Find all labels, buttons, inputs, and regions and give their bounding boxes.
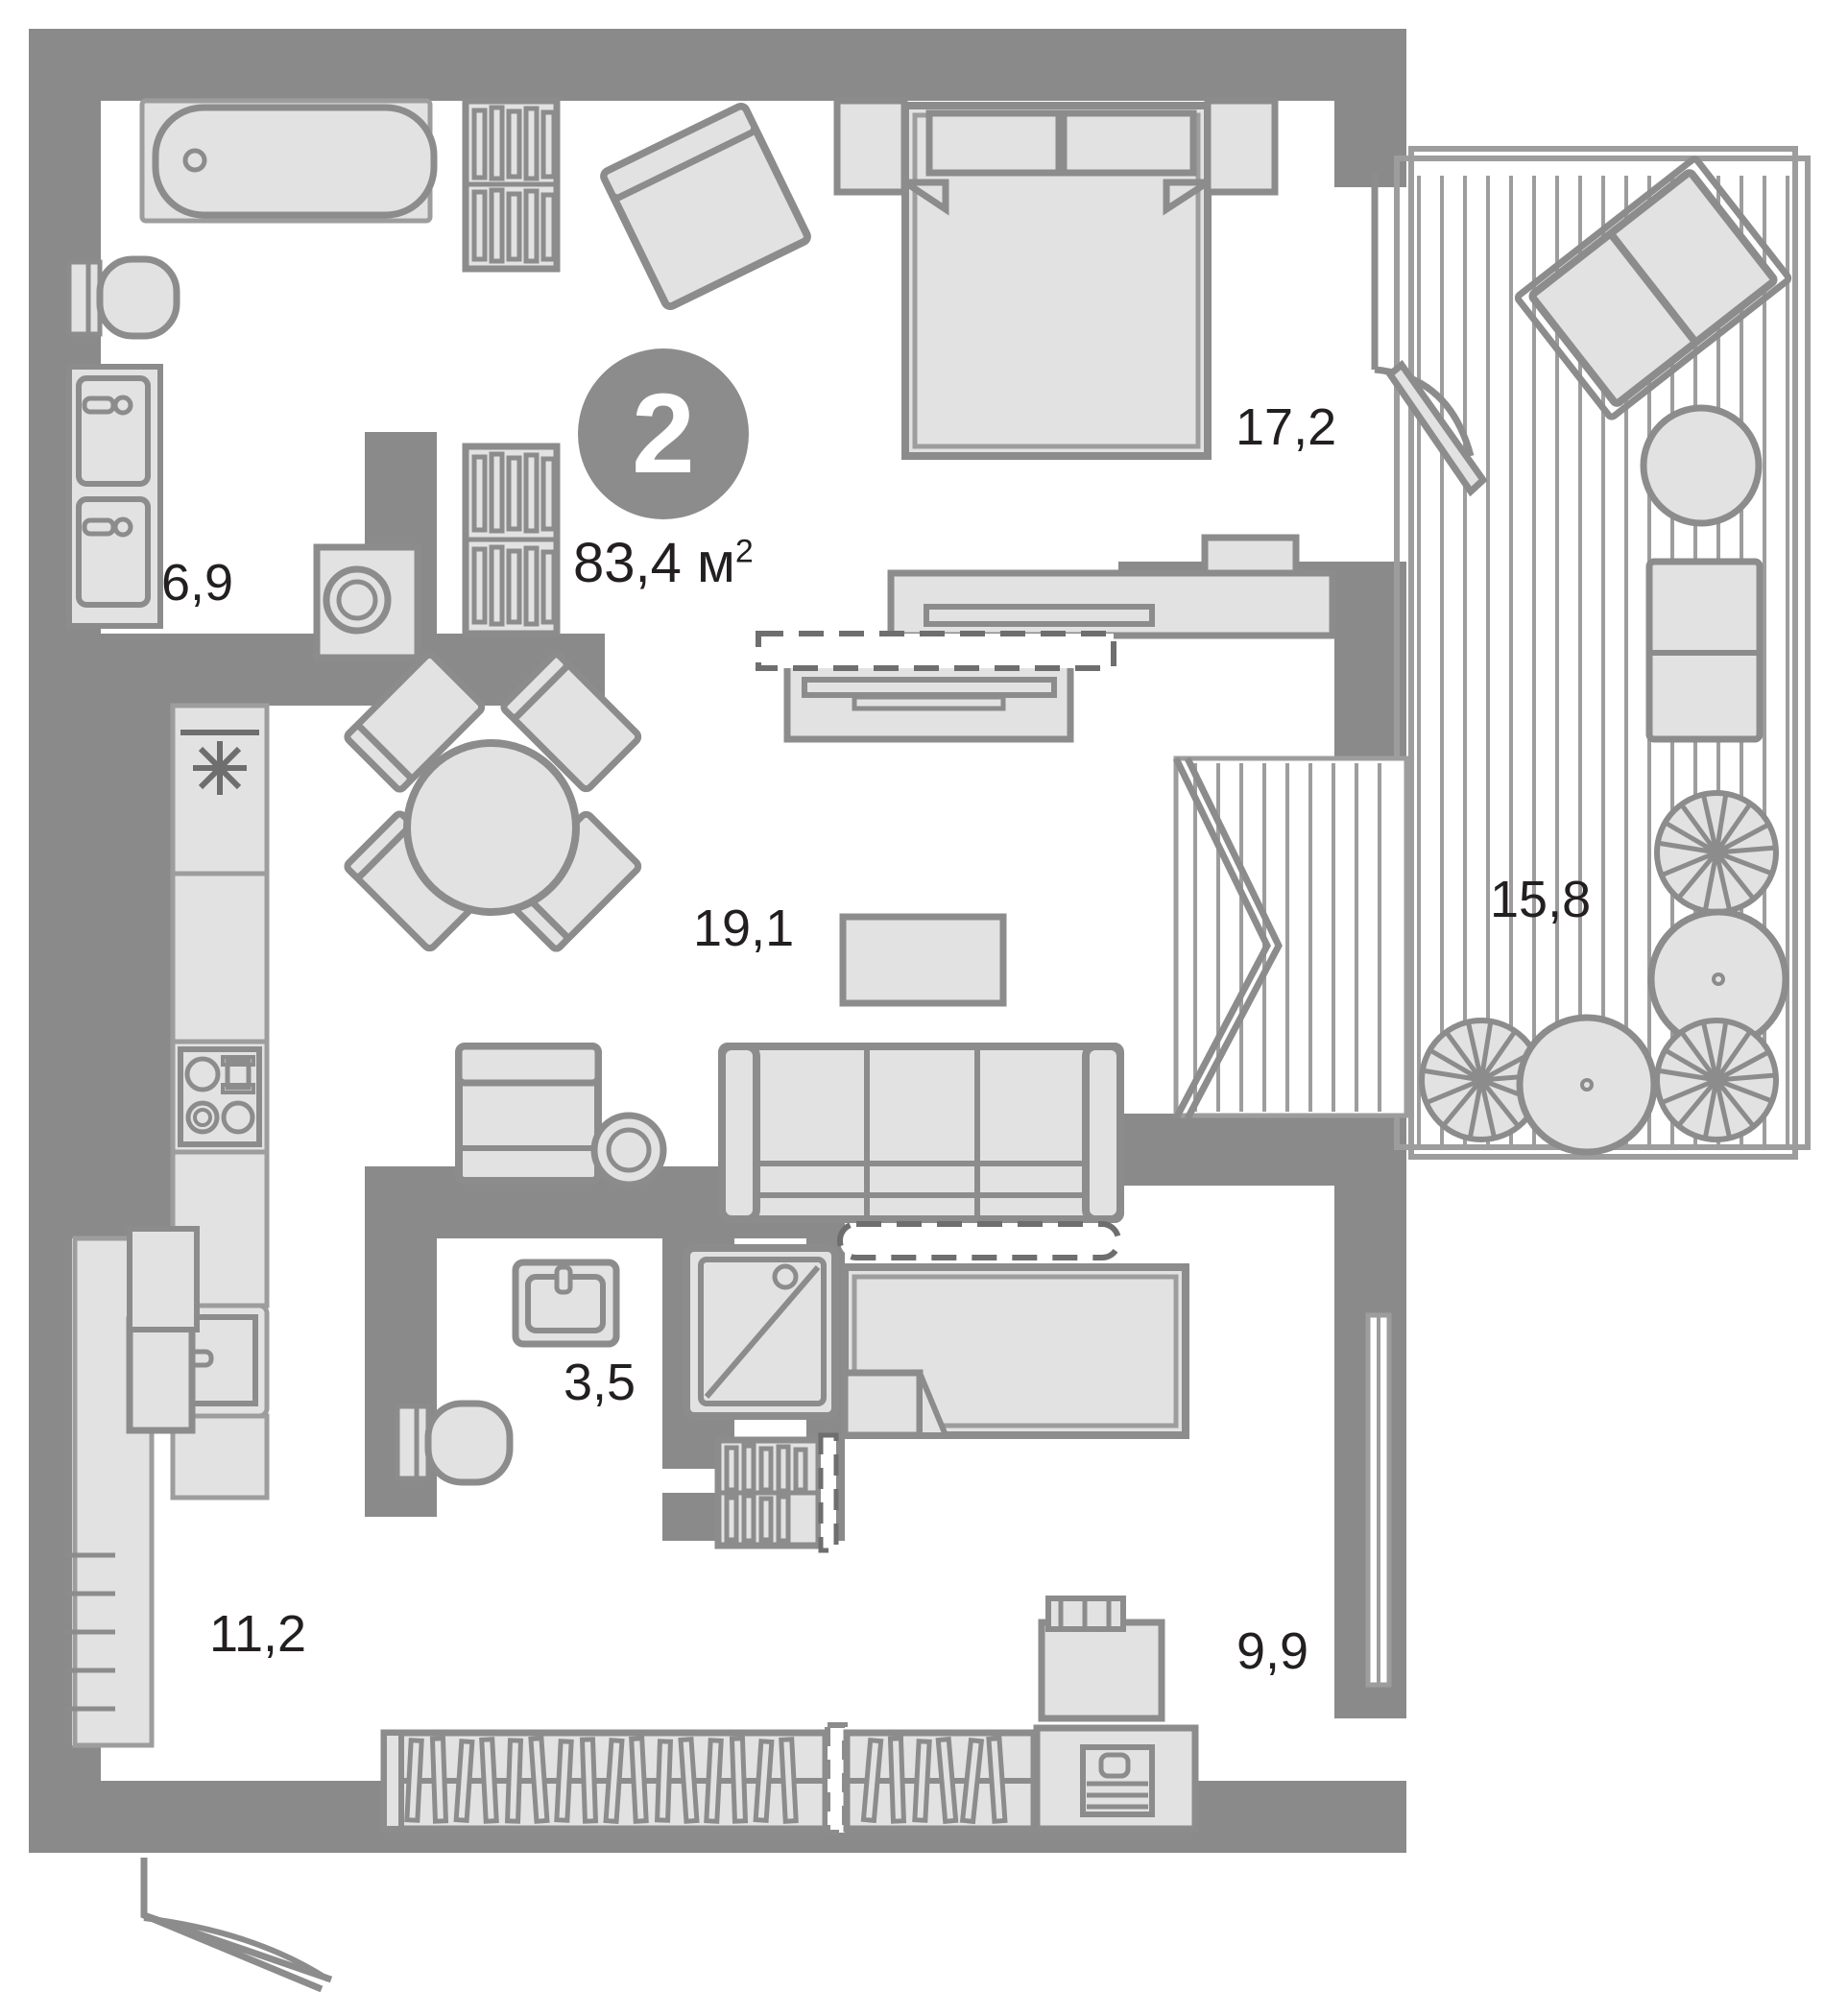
armchair-living <box>455 1043 602 1185</box>
dashed-partition-bottom <box>837 1221 1121 1260</box>
dresser <box>1033 1724 1199 1833</box>
wardrobe-hall <box>462 443 561 637</box>
terrace <box>1394 146 1811 1160</box>
label-living-area: 19,1 <box>693 900 795 957</box>
washing-machine <box>313 543 421 661</box>
kitchen-furniture <box>170 703 270 1500</box>
nightstand-right <box>1204 97 1279 196</box>
toilet-bathroom <box>66 255 180 340</box>
label-bedroom-area: 17,2 <box>1236 398 1337 456</box>
hall-shoe-cabinet <box>127 1226 200 1332</box>
nightstand-left <box>833 97 908 196</box>
kitchen-cooktop <box>170 1039 270 1155</box>
sofa-terrace <box>1645 558 1764 743</box>
hall-cabinet <box>72 1236 155 1748</box>
snowflake-icon <box>193 741 247 795</box>
label-bathroom-area: 6,9 <box>161 554 234 612</box>
label-terrace-area: 15,8 <box>1490 871 1592 928</box>
window-right <box>1365 1312 1392 1688</box>
wardrobe-wc <box>714 1436 823 1549</box>
plant-bush <box>1520 1018 1654 1152</box>
dining-table-round <box>403 739 580 916</box>
total-area-value: 83,4 м <box>573 532 735 594</box>
label-wc-area: 3,5 <box>564 1354 636 1411</box>
kitchen-counter <box>170 871 270 1044</box>
single-bed <box>841 1263 1189 1439</box>
tv-console <box>887 534 1336 639</box>
hall-furniture <box>65 1236 333 1993</box>
wardrobe-bathroom-top <box>462 97 561 273</box>
dashed-door-wc <box>818 1432 839 1553</box>
wc-furniture <box>395 1244 839 1553</box>
dashed-partition-top <box>756 631 1116 671</box>
kitchen-sink <box>170 1303 270 1419</box>
area-superscript: 2 <box>734 533 754 570</box>
bathroom-furniture <box>66 97 561 661</box>
plant-palm <box>1657 793 1776 912</box>
double-sink <box>66 364 163 629</box>
lounger-terrace <box>1514 156 1792 420</box>
toilet-wc <box>395 1400 514 1486</box>
sofa-three-seat <box>718 1043 1124 1223</box>
label-bedroom2-area: 9,9 <box>1236 1622 1309 1680</box>
rooms-badge-circle: 2 <box>577 348 749 519</box>
bedroom-furniture <box>600 97 1336 743</box>
side-table-round <box>590 1112 667 1188</box>
bathtub <box>139 98 438 224</box>
washbasin-wc <box>512 1259 620 1348</box>
desk-bedroom2 <box>1038 1596 1165 1722</box>
total-area-label: 83,4 м2 <box>573 531 754 595</box>
round-table-terrace <box>1640 404 1763 527</box>
coffee-table <box>839 913 1007 1007</box>
armchair-bedroom <box>600 102 811 311</box>
rooms-count: 2 <box>632 371 695 497</box>
double-bed <box>894 102 1219 460</box>
plant-palm <box>1657 1020 1776 1140</box>
living-furniture <box>346 653 1124 1260</box>
hall-shelves <box>65 1552 115 1712</box>
hall-bench <box>126 1316 196 1434</box>
shower-cabin <box>683 1244 839 1420</box>
wardrobe-long <box>380 1729 829 1833</box>
wardrobe-divider <box>825 1722 848 1836</box>
entrance-door <box>140 1858 333 1993</box>
wardrobe-short <box>843 1729 1038 1833</box>
label-hall-area: 11,2 <box>209 1605 307 1663</box>
sliding-door <box>1172 756 1409 1120</box>
rooms-badge: 2 83,4 м2 <box>573 348 754 595</box>
tv-shelf <box>783 659 1074 743</box>
bedroom2-furniture <box>380 1263 1392 1836</box>
balcony-door <box>1371 173 1488 497</box>
